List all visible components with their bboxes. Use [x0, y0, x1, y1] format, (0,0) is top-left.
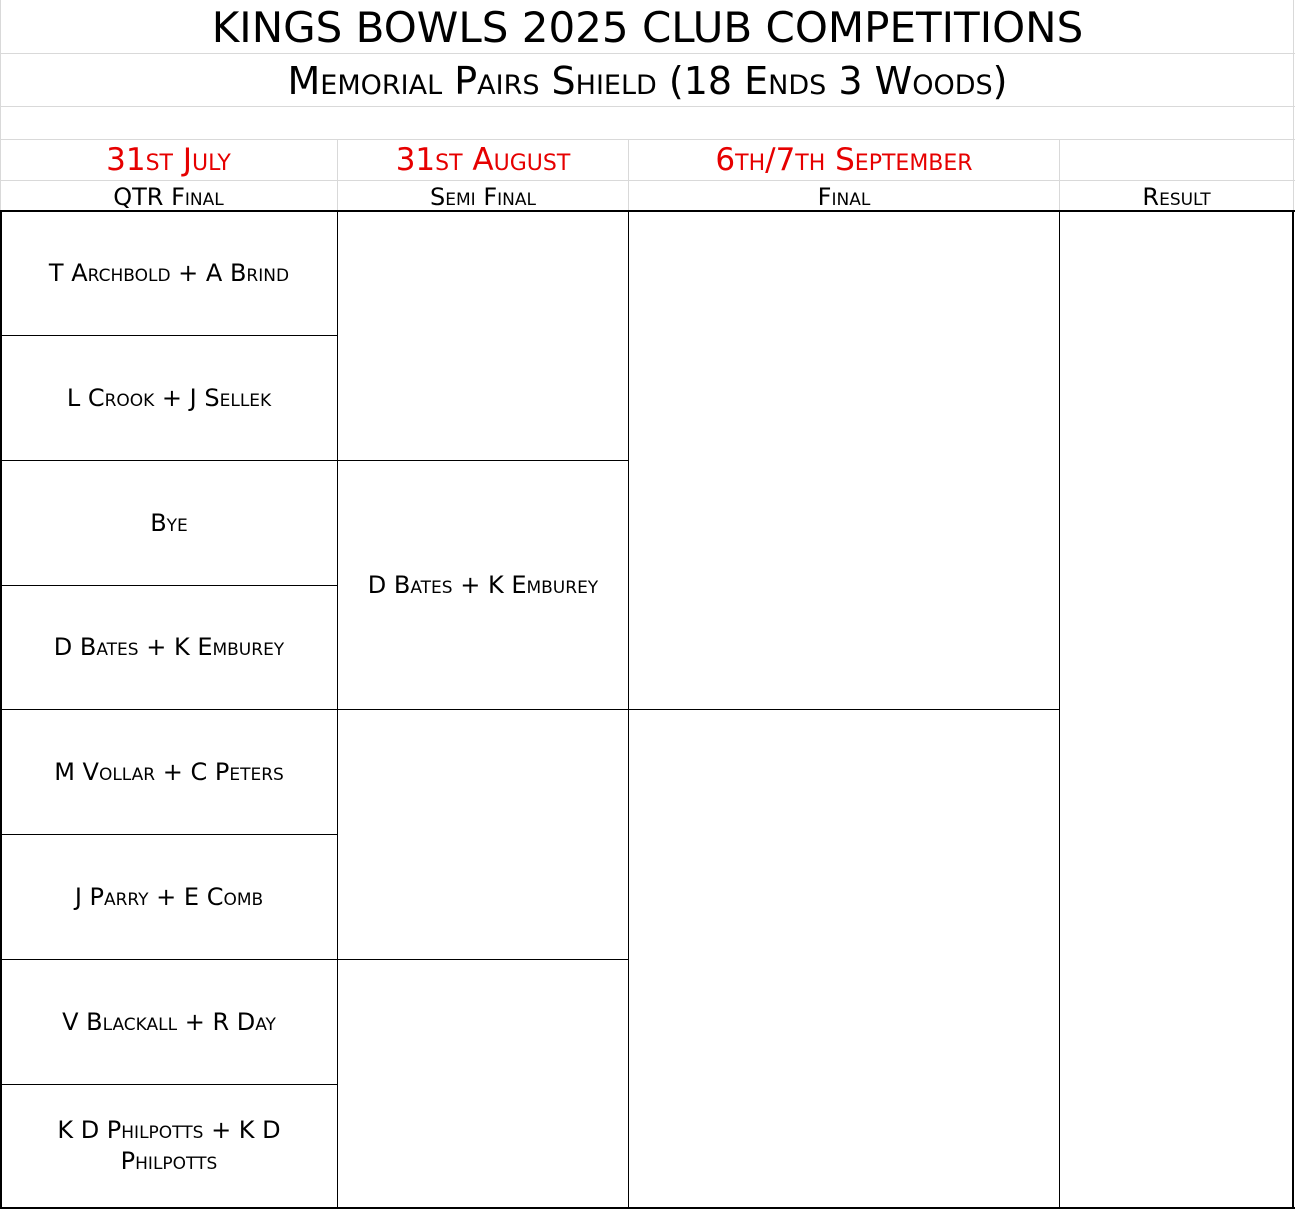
border-row	[0, 460, 628, 461]
sf-entry-3[interactable]	[339, 710, 627, 959]
gridline	[628, 139, 629, 211]
qf-entry-3[interactable]: Bye	[150, 508, 188, 537]
border-row	[0, 709, 1060, 710]
border-row	[0, 1084, 338, 1085]
header-result: Result	[1142, 182, 1211, 211]
date-semi-final: 31st August	[395, 141, 571, 178]
date-quarter-final: 31st July	[106, 141, 231, 178]
border-top	[0, 210, 1295, 212]
header-final: Final	[817, 182, 871, 211]
sf-entry-1[interactable]	[339, 212, 627, 460]
gridline	[1059, 139, 1060, 211]
border-row	[0, 335, 338, 336]
qf-entry-5[interactable]: M Vollar + C Peters	[54, 757, 284, 786]
qf-entry-2[interactable]: L Crook + J Sellek	[66, 383, 272, 412]
border-right	[1292, 210, 1294, 1209]
final-entry-1[interactable]	[630, 212, 1058, 709]
sf-entry-2[interactable]: D Bates + K Emburey	[367, 570, 599, 599]
gridline	[337, 139, 338, 211]
final-entry-2[interactable]	[630, 710, 1058, 1207]
border-row	[0, 959, 628, 960]
gridline	[1293, 0, 1294, 211]
qf-entry-7[interactable]: V Blackall + R Day	[62, 1007, 276, 1036]
sheet-title: KINGS BOWLS 2025 CLUB COMPETITIONS	[211, 3, 1084, 52]
date-final: 6th/7th September	[715, 141, 973, 178]
sf-entry-4[interactable]	[339, 960, 627, 1207]
result-cell[interactable]	[1061, 212, 1291, 1207]
gridline	[0, 106, 1295, 107]
border-row	[0, 585, 338, 586]
gridline	[0, 139, 1295, 140]
qf-entry-6[interactable]: J Parry + E Comb	[74, 882, 264, 911]
header-quarter-final: QTR Final	[113, 182, 224, 211]
gridline	[0, 0, 1, 211]
header-semi-final: Semi Final	[430, 182, 536, 211]
qf-entry-4[interactable]: D Bates + K Emburey	[53, 633, 285, 661]
gridline	[0, 180, 1295, 181]
gridline	[0, 53, 1295, 54]
sheet-subtitle: Memorial Pairs Shield (18 Ends 3 Woods)	[287, 59, 1008, 103]
border-row	[0, 834, 338, 835]
border-bottom	[0, 1207, 1295, 1209]
qf-entry-8[interactable]: K D Philpotts + K D Philpotts	[57, 1116, 281, 1175]
qf-entry-1[interactable]: T Archbold + A Brind	[48, 259, 290, 287]
